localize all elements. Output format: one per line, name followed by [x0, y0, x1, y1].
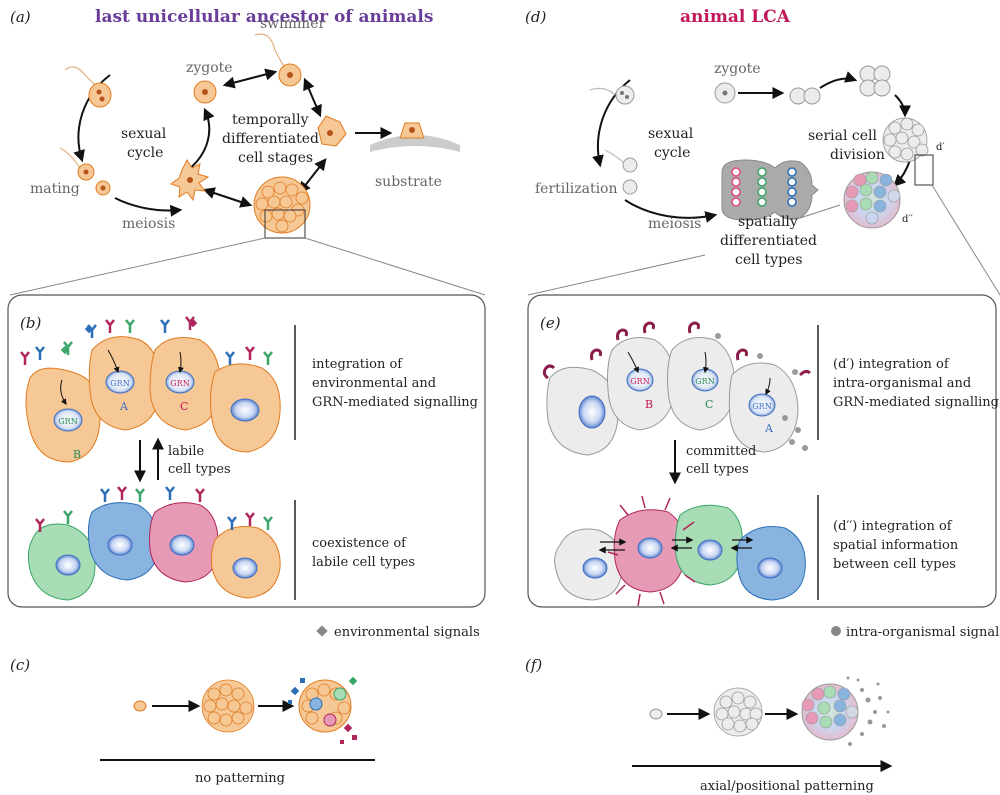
intra-signal-dots: [715, 333, 808, 451]
panel-f: (f) axial/positional patternin: [525, 656, 893, 794]
sperm-cell: [589, 85, 635, 105]
swimmer-cell-2: [254, 33, 302, 87]
embryo-f-1: [713, 687, 763, 737]
label-labile: labile: [168, 444, 205, 459]
desc-b1-line2: environmental and: [312, 376, 436, 391]
panel-b: (b) GRN GRN GRN B A C: [7, 294, 486, 608]
label-spatially: spatially: [738, 214, 798, 230]
label-meiosis-left: meiosis: [122, 216, 175, 232]
label-committed: committed: [686, 444, 756, 459]
panel-d-letter: (d): [525, 8, 546, 26]
label-zygote-right: zygote: [714, 61, 761, 77]
desc-e1-line3: GRN-mediated signalling: [833, 395, 999, 410]
label-substrate: substrate: [375, 174, 442, 190]
desc-b2-line1: coexistence of: [312, 536, 407, 551]
colored-cell-row: [27, 502, 281, 601]
panel-e-letter: (e): [540, 314, 561, 332]
amoeboid-cell: [317, 115, 347, 147]
desc-b2-line2: labile cell types: [312, 555, 415, 570]
panel-b-letter: (b): [20, 314, 41, 332]
label-swimmer: swimmer: [260, 16, 325, 32]
meiosis-cell: [169, 158, 210, 202]
exchange-arrows: [598, 536, 754, 554]
legend-intra-text: intra-organismal signals: [846, 625, 1000, 640]
label-labile-cell-types: cell types: [168, 462, 231, 477]
morula: [882, 117, 929, 163]
desc-e1-line2: intra-organismal and: [833, 376, 971, 391]
four-cell: [859, 65, 891, 97]
colony-cluster: [253, 176, 311, 239]
zygote-cell-left: [193, 80, 217, 104]
label-no-patterning: no patterning: [195, 771, 285, 786]
colony-c-2: [288, 676, 358, 744]
label-division: division: [830, 147, 885, 163]
two-cell: [789, 87, 821, 105]
grn-a-right: GRN: [752, 402, 771, 411]
grn-c-left: GRN: [170, 379, 189, 388]
label-c-right: C: [705, 398, 713, 411]
panel-f-letter: (f): [525, 656, 542, 674]
panel-c-letter: (c): [10, 656, 30, 674]
label-temporally: temporally: [232, 112, 309, 128]
grn-b-right: GRN: [630, 377, 649, 386]
label-meiosis-right: meiosis: [648, 216, 701, 232]
desc-e1-line1: (d′) integration of: [833, 357, 950, 372]
spikes: [607, 495, 696, 607]
substrate-cell: [370, 122, 460, 152]
label-a-left: A: [119, 400, 129, 413]
hook-receptors: [542, 321, 812, 380]
label-sexual-left: sexual: [121, 126, 167, 142]
label-sexual-right: sexual: [648, 126, 694, 142]
receptors-bottom-b: [35, 486, 273, 532]
grn-c-right: GRN: [695, 377, 714, 386]
desc-b1-line3: GRN-mediated signalling: [312, 395, 478, 410]
label-zygote-left: zygote: [186, 60, 233, 76]
label-cell-stages: cell stages: [238, 150, 313, 166]
panel-e: (e) GRN GRN GRN B C A: [527, 294, 999, 608]
desc-e2-line3: between cell types: [833, 557, 956, 572]
panel-d: (d) animal LCA: [525, 7, 1000, 296]
legend-intra: intra-organismal signals: [831, 625, 1000, 640]
label-cell-types-right: cell types: [735, 252, 803, 268]
label-axial-patterning: axial/positional patterning: [700, 779, 874, 794]
label-fertilization: fertilization: [535, 181, 618, 197]
label-mating: mating: [30, 181, 80, 197]
label-a-right: A: [764, 422, 774, 435]
label-cycle-left: cycle: [127, 145, 163, 161]
desc-e2-line2: spatial information: [833, 538, 959, 553]
panel-c: (c) no patterning: [10, 656, 375, 786]
label-cycle-right: cycle: [654, 145, 690, 161]
label-d1: d′: [936, 142, 945, 153]
grn-b-left: GRN: [58, 417, 77, 426]
patterned-embryo: [843, 171, 901, 229]
legend-env-text: environmental signals: [334, 625, 480, 640]
label-d2: d′′: [902, 214, 914, 225]
colony-c-1: [201, 679, 255, 733]
label-committed-cell-types: cell types: [686, 462, 749, 477]
embryo-f-2: [801, 676, 890, 746]
label-b-left: B: [73, 448, 81, 461]
label-spatially-differentiated: differentiated: [720, 233, 817, 249]
panel-a: (a) last unicellular ancestor of animals: [9, 7, 486, 296]
swimmer-cell-1: [64, 66, 112, 108]
label-c-left: C: [180, 400, 188, 413]
desc-e2-line1: (d′′) integration of: [833, 519, 953, 534]
label-b-right: B: [645, 398, 653, 411]
panel-a-letter: (a): [10, 8, 31, 26]
grn-a-left: GRN: [110, 379, 129, 388]
desc-b1-line1: integration of: [312, 357, 403, 372]
zygote-right: [714, 82, 736, 104]
label-serial-cell: serial cell: [808, 128, 878, 144]
panel-d-title: animal LCA: [680, 7, 791, 27]
panel-a-title: last unicellular ancestor of animals: [95, 7, 433, 27]
spatial-cell-types-diagram: [721, 159, 819, 221]
legend-environmental: environmental signals: [316, 625, 480, 640]
label-differentiated: differentiated: [222, 131, 319, 147]
mating-cells: [59, 147, 111, 196]
fertilization-cells: [604, 149, 638, 195]
